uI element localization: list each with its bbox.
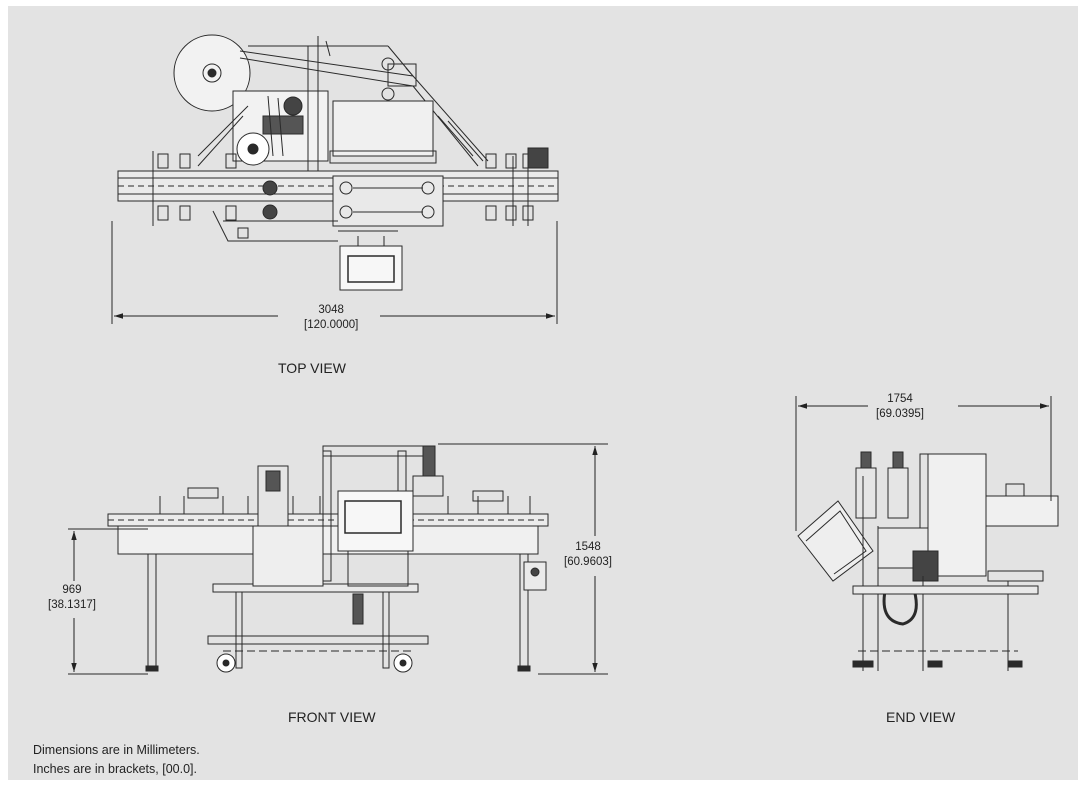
end-width-dim: 1754 [69.0395] [876,392,924,422]
hmi-screen [340,246,402,290]
front-view-drawing [68,444,608,674]
top-view-label: TOP VIEW [278,360,346,376]
end-tilted-hood [798,501,873,581]
top-width-dim: 3048 [120.0000] [304,303,358,333]
top-width-in: [120.0000] [304,319,359,331]
top-view-drawing [112,35,558,324]
front-legs [146,554,530,671]
units-note-inches: Inches are in brackets, [00.0]. [33,762,197,776]
top-width-mm: 3048 [318,304,344,316]
front-height-in: [60.9603] [564,556,612,568]
drawing-sheet: 3048 [120.0000] TOP VIEW 1754 [69.0395] … [8,6,1078,780]
end-view-label: END VIEW [886,709,956,725]
technical-drawing [8,6,1078,780]
control-enclosure [333,101,433,156]
front-conveyor-in: [38.1317] [48,599,96,611]
end-width-mm: 1754 [887,393,913,405]
end-view-drawing [796,396,1058,671]
units-note-mm: Dimensions are in Millimeters. [33,743,200,757]
front-view-label: FRONT VIEW [288,709,376,725]
front-height-dim: 1548 [60.9603] [564,540,612,570]
front-height-mm: 1548 [575,541,601,553]
end-width-in: [69.0395] [876,408,924,420]
front-conveyor-mm: 969 [62,584,82,596]
front-conveyor-dim: 969 [38.1317] [48,583,96,613]
